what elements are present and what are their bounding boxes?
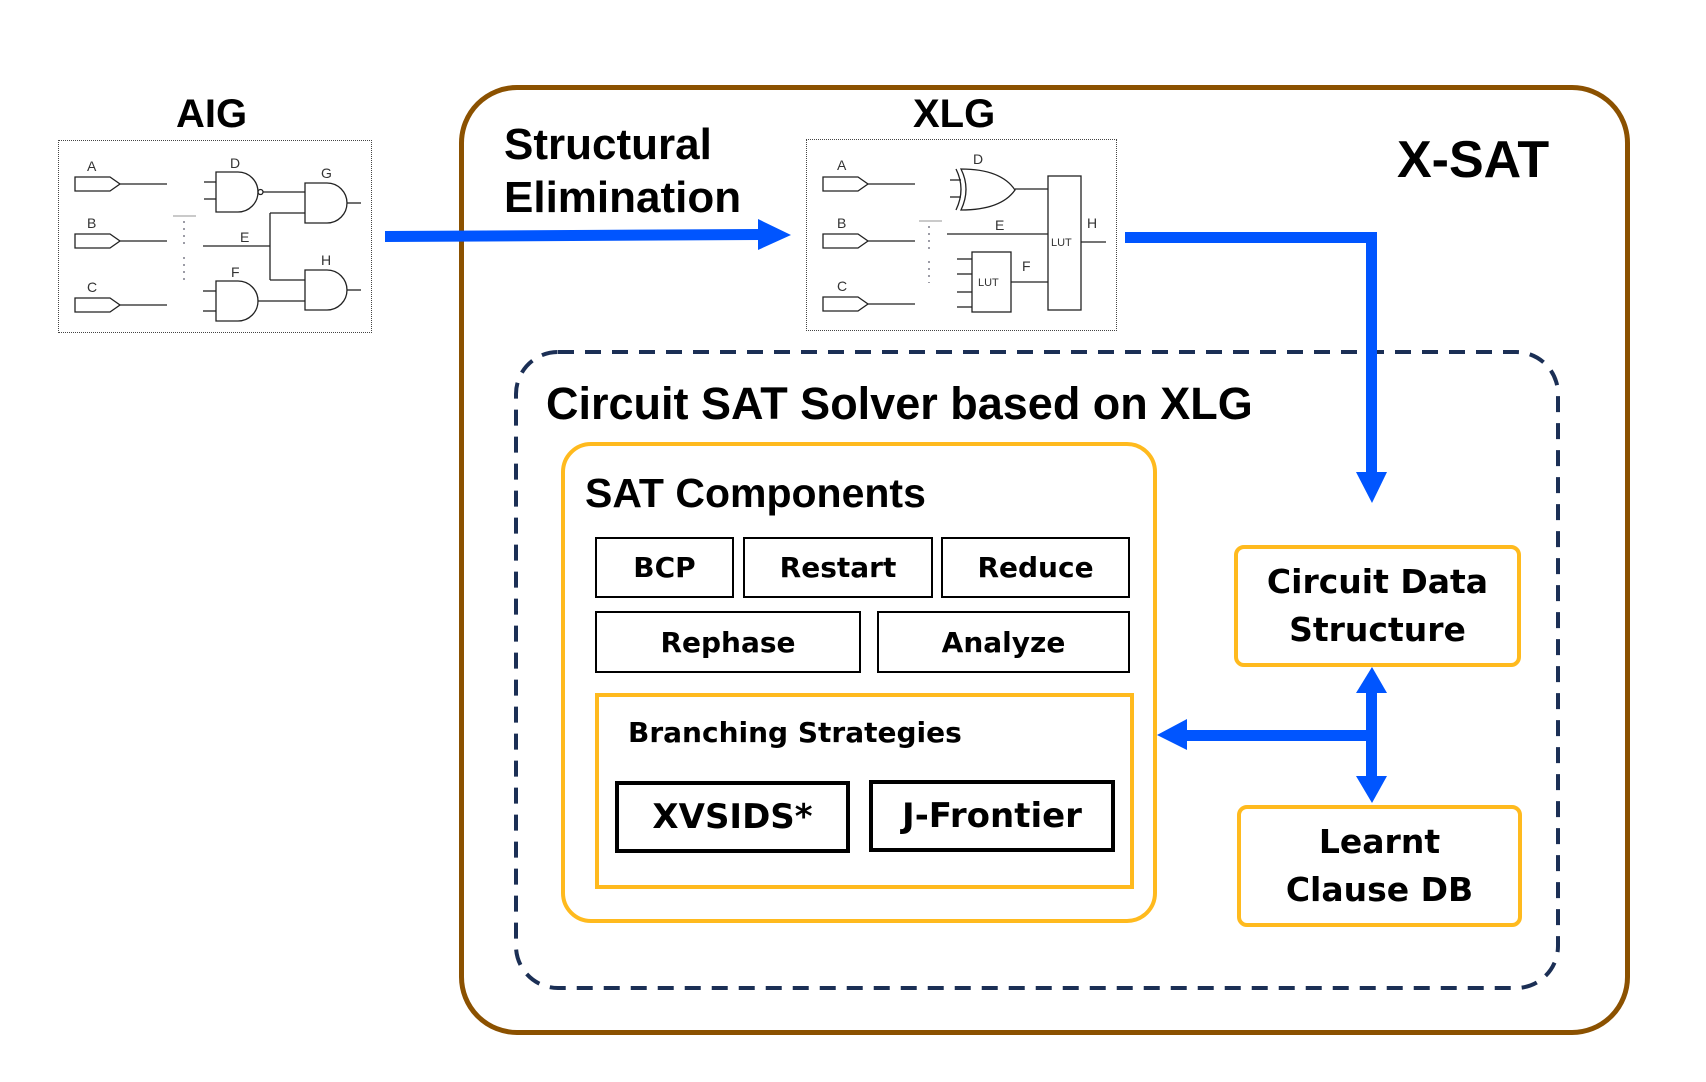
aig-label-c: C	[87, 279, 97, 295]
component-rephase[interactable]: Rephase	[595, 611, 861, 673]
xlg-label-c: C	[837, 278, 847, 294]
input-pin-c	[74, 297, 122, 313]
xlg-lut-f-label: LUT	[978, 277, 999, 289]
aig-label-h: H	[321, 252, 331, 268]
component-reduce[interactable]: Reduce	[941, 537, 1130, 598]
aig-circuit-diagram: A B C D E F G H	[58, 140, 372, 333]
lcdb-line1: Learnt	[1318, 822, 1441, 861]
xlg-label-b: B	[837, 215, 846, 231]
xlg-label-e: E	[995, 217, 1004, 233]
xlg-input-pin-c	[822, 296, 870, 312]
solver-title: Circuit SAT Solver based on XLG	[546, 378, 1253, 429]
branching-strategies-title: Branching Strategies	[628, 716, 962, 749]
aig-label-d: D	[230, 155, 240, 171]
aig-label-g: G	[321, 165, 332, 181]
xlg-input-pin-b	[822, 233, 870, 249]
sat-components-title: SAT Components	[585, 470, 926, 516]
xlg-label-d: D	[973, 151, 983, 167]
xlg-circuit-svg: A B C D E F H LUT LUT	[822, 151, 1106, 313]
xlg-label-f: F	[1022, 258, 1031, 274]
learnt-clause-db-box: Learnt Clause DB	[1237, 805, 1522, 927]
cds-line1: Circuit Data	[1266, 562, 1489, 601]
aig-label-b: B	[87, 215, 96, 231]
lcdb-line2: Clause DB	[1285, 870, 1474, 909]
xlg-label-h: H	[1087, 215, 1097, 231]
xlg-label-a: A	[837, 157, 847, 173]
input-pin-b	[74, 233, 122, 249]
xlg-input-pin-a	[822, 176, 870, 192]
x-sat-title: X-SAT	[1397, 131, 1550, 189]
branching-xvsids[interactable]: XVSIDS*	[615, 781, 850, 853]
branching-j-frontier[interactable]: J-Frontier	[869, 780, 1115, 852]
component-bcp[interactable]: BCP	[595, 537, 734, 598]
component-analyze[interactable]: Analyze	[877, 611, 1130, 673]
cds-line2: Structure	[1289, 610, 1466, 649]
xlg-title: XLG	[913, 92, 996, 136]
circuit-data-structure-box: Circuit Data Structure	[1234, 545, 1521, 667]
xlg-lut-h-label: LUT	[1051, 237, 1072, 249]
xlg-circuit-diagram: A B C D E F H LUT LUT	[806, 139, 1117, 331]
structural-elimination-label: Structural Elimination	[504, 118, 741, 224]
transform-line1: Structural	[504, 120, 712, 169]
transform-line2: Elimination	[504, 173, 742, 222]
aig-label-a: A	[87, 158, 97, 174]
aig-label-f: F	[231, 264, 240, 280]
x-sat-container	[459, 85, 1630, 1035]
input-pin-a	[74, 176, 122, 192]
aig-title: AIG	[176, 92, 248, 136]
aig-label-e: E	[240, 229, 249, 245]
aig-circuit-svg: A B C D E F G H	[74, 155, 361, 322]
component-restart[interactable]: Restart	[743, 537, 933, 598]
